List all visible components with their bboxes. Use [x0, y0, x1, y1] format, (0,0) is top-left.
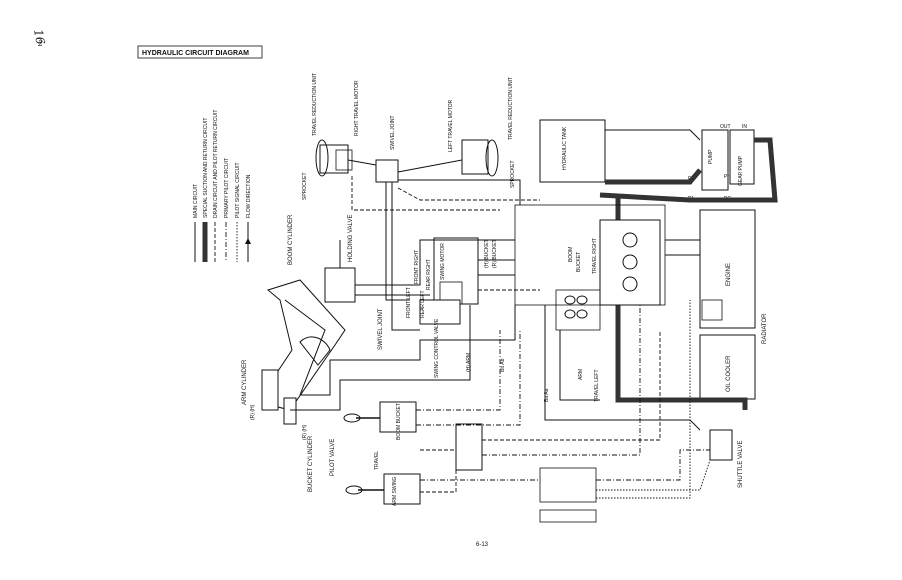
left-travel-motor-label: LEFT TRAVEL MOTOR — [448, 99, 454, 152]
hydraulic-tank-body — [539, 119, 606, 183]
drain-circuit-lines — [351, 176, 661, 493]
legend-item-suction: SPECIAL SUCTION AND RETURN CIRCUIT — [202, 118, 209, 262]
left-travel-reducer — [461, 139, 489, 175]
legend: MAIN CIRCUIT SPECIAL SUCTION AND RETURN … — [193, 110, 252, 262]
boom-cylinder-body — [324, 267, 356, 303]
arm-cylinder-ports: (R) (H) — [250, 404, 256, 420]
swing-control-valve-body — [419, 299, 461, 325]
pilot-valve-label: PILOT VALVE — [330, 439, 336, 476]
swivel-joint-top-body — [375, 159, 399, 183]
boom-cylinder-label: BOOM CYLINDER — [288, 214, 294, 265]
pump-in-port: IN — [742, 124, 747, 130]
boom-bucket-pilot-valve — [379, 401, 417, 433]
diagram-title-text: HYDRAULIC CIRCUIT DIAGRAM — [142, 50, 249, 57]
flow-arrow-icon — [245, 238, 251, 244]
arm-ports-label: Ba Aa — [544, 388, 550, 402]
sprocket-right-label: SPROCKET — [302, 172, 308, 200]
legend-item-primary-pilot: PRIMARY PILOT CIRCUIT — [224, 158, 230, 262]
gear-pump-body — [729, 129, 755, 185]
legend-label-suction: SPECIAL SUCTION AND RETURN CIRCUIT — [203, 118, 209, 218]
shuttle-valve-body — [709, 429, 733, 461]
travel-pilot-block — [539, 467, 597, 503]
boom-ports-label: Bb Ab — [500, 358, 506, 372]
handwritten-note: 16 — [31, 28, 48, 46]
hydraulic-tank-label: HYDRAULIC TANK — [562, 126, 568, 170]
travel-left-label: TRAVEL LEFT — [594, 369, 600, 402]
arm-h-label: (H) ARM — [466, 353, 472, 372]
arm-cylinder-body — [261, 369, 279, 411]
excavator-boom-linkage — [261, 240, 356, 425]
diagram-title: HYDRAULIC CIRCUIT DIAGRAM — [137, 45, 263, 59]
radiator-label: RADIATOR — [762, 313, 768, 344]
engine-body — [699, 209, 756, 329]
shuttle-valve-label: SHUTTLE VALVE — [738, 441, 744, 488]
legend-label-flow-direction: FLOW DIRECTION — [246, 174, 252, 218]
handwritten-note-2: 2 — [37, 39, 43, 48]
travel-right-label: TRAVEL RIGHT — [592, 238, 598, 274]
arm-swing-pilot-valve — [383, 473, 421, 505]
oil-cooler-label: OIL COOLER — [726, 355, 732, 392]
legend-label-drain: DRAIN CIRCUIT AND PILOT RETURN CIRCUIT — [213, 110, 219, 218]
bucket-r-label: (R) BUCKET — [492, 239, 498, 268]
legend-label-pilot-signal: PILOT SIGNAL CIRCUIT — [235, 162, 241, 218]
oil-cooler-body — [699, 334, 756, 400]
main-circuit-lines — [290, 129, 701, 431]
bucket-cylinder-label: BUCKET CYLINDER — [308, 435, 314, 492]
sprocket-left-label: SPROCKET — [510, 160, 516, 188]
holding-valve-label: HOLDING VALVE — [348, 215, 354, 262]
pilot-manifold — [539, 509, 597, 523]
pump-out-port: OUT — [720, 124, 731, 130]
rear-left-label: REAR LEFT — [420, 290, 426, 318]
legend-label-primary-pilot: PRIMARY PILOT CIRCUIT — [224, 158, 230, 218]
pump-body — [701, 129, 729, 191]
gear-pump-label: GEAR PUMP — [738, 155, 744, 186]
bucket-h-label: (H) BUCKET — [484, 239, 490, 268]
page-number: 6-13 — [476, 542, 489, 548]
pilot-shuttle-block — [455, 423, 483, 471]
bucket-port-label: BUCKET — [576, 252, 582, 272]
bucket-cylinder-body — [283, 397, 297, 425]
legend-label-main: MAIN CIRCUIT — [193, 184, 199, 218]
pump-label: PUMP — [708, 149, 714, 164]
swing-control-valve-label: SWING CONTROL VALVE — [434, 318, 440, 378]
swing-motor-body — [433, 237, 479, 305]
travel-motors — [315, 139, 499, 183]
travel-reduction-unit-left-label: TRAVEL REDUCTION UNIT — [508, 77, 514, 140]
front-left-label: FRONT LEFT — [406, 287, 412, 318]
swing-motor-label: SWING MOTOR — [440, 243, 446, 280]
arm-port-label: ARM — [578, 369, 584, 380]
rear-right-label: REAR RIGHT — [426, 259, 432, 290]
legend-item-flow-direction: FLOW DIRECTION — [245, 174, 252, 262]
right-travel-motor-label: RIGHT TRAVEL MOTOR — [354, 80, 360, 136]
arm-swing-valve-label: ARM SWING — [392, 476, 398, 506]
arm-cylinder-label: ARM CYLINDER — [242, 359, 248, 405]
legend-item-pilot-signal: PILOT SIGNAL CIRCUIT — [235, 162, 241, 262]
right-travel-reducer — [319, 144, 349, 174]
boom-port-label: BOOM — [568, 247, 574, 262]
swivel-joint-top-label: SWIVEL JOINT — [390, 115, 396, 150]
front-right-label: FRONT RIGHT — [414, 250, 420, 284]
port-pr: Pr — [724, 174, 729, 180]
boom-bucket-valve-label: BOOM BUCKET — [396, 403, 402, 440]
travel-valve-label: TRAVEL — [374, 451, 380, 470]
power-unit — [539, 119, 756, 461]
main-control-valve — [419, 204, 666, 331]
swivel-joint-mid-label: SWIVEL JOINT — [378, 308, 384, 350]
travel-reduction-unit-right-label: TRAVEL REDUCTION UNIT — [312, 73, 318, 136]
legend-item-drain: DRAIN CIRCUIT AND PILOT RETURN CIRCUIT — [213, 110, 219, 262]
radiator-fan — [701, 299, 723, 321]
legend-item-main: MAIN CIRCUIT — [193, 184, 199, 262]
bucket-cylinder-ports: (R) (H) — [302, 424, 308, 440]
engine-label: ENGINE — [726, 263, 732, 286]
pilot-valves — [343, 401, 597, 505]
pilot-circuit-lines — [416, 300, 711, 499]
